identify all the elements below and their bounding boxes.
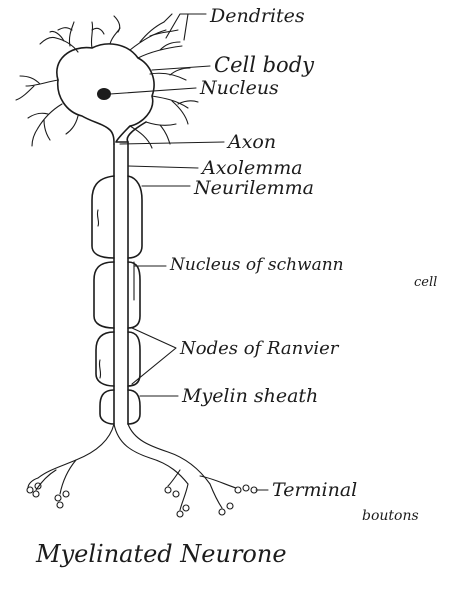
diagram-caption: Myelinated Neurone bbox=[35, 540, 287, 568]
label-schwann-cell: cell bbox=[414, 275, 437, 290]
label-axon: Axon bbox=[226, 131, 276, 153]
axon-terminals bbox=[28, 424, 236, 510]
label-myelin-sheath: Myelin sheath bbox=[181, 385, 318, 407]
axon bbox=[114, 142, 128, 424]
myelin-sheath-segments bbox=[92, 176, 142, 424]
label-boutons: boutons bbox=[362, 508, 419, 524]
label-terminal: Terminal bbox=[272, 479, 357, 501]
label-axolemma: Axolemma bbox=[200, 157, 303, 179]
label-nucleus-of-schwann: Nucleus of schwann bbox=[169, 255, 344, 275]
label-neurilemma: Neurilemma bbox=[193, 177, 314, 199]
label-nucleus: Nucleus bbox=[199, 77, 279, 99]
label-dendrites: Dendrites bbox=[209, 5, 305, 27]
nucleus-dot bbox=[97, 88, 111, 100]
label-nodes-of-ranvier: Nodes of Ranvier bbox=[179, 338, 340, 359]
label-cell-body: Cell body bbox=[214, 53, 315, 77]
